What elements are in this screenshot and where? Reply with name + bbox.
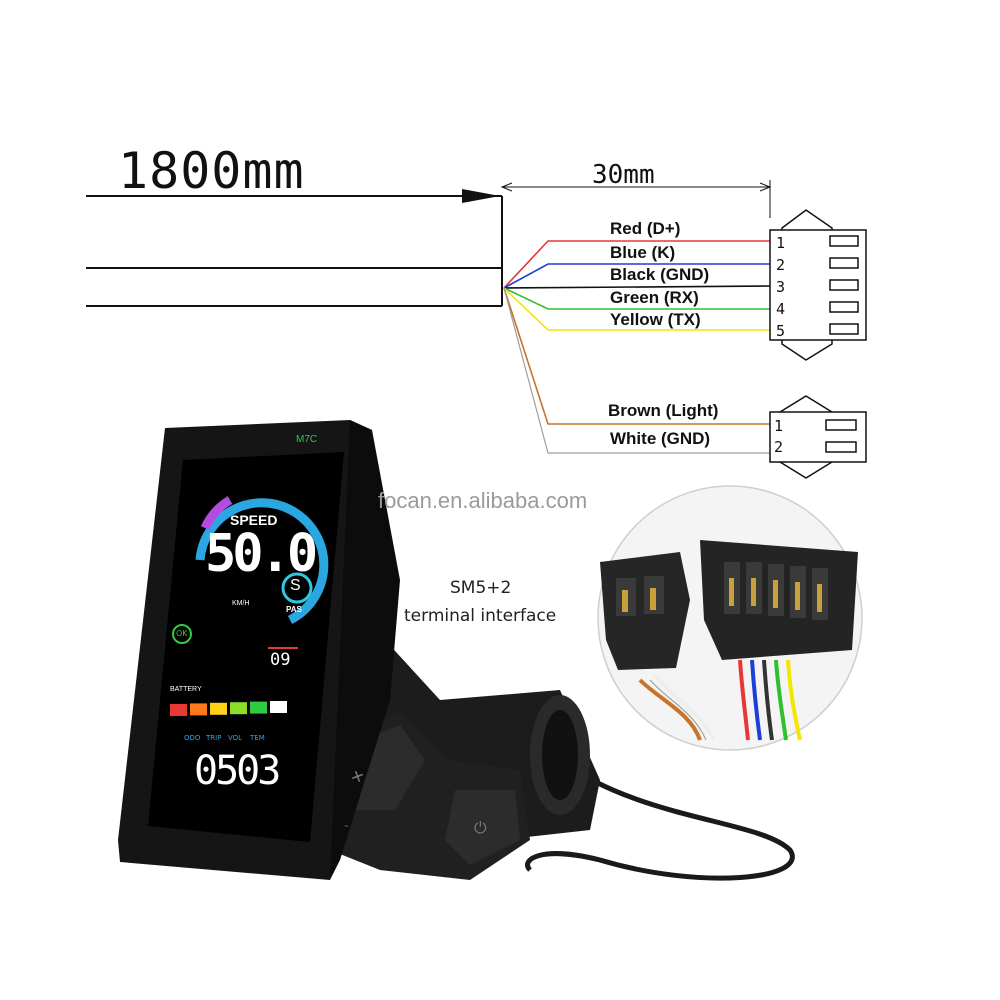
ok-ring: [172, 624, 192, 644]
wire-label-brown: Brown (Light): [608, 401, 719, 420]
wire-brown: [503, 287, 770, 425]
odometer-value: 0503: [194, 748, 281, 794]
wire-yellow: [503, 287, 770, 331]
battery-segment: [190, 703, 207, 716]
battery-bar-group: [170, 701, 287, 716]
pin-number-3: 3: [776, 278, 786, 296]
lead-dimension-arrow-left: [500, 182, 513, 192]
speed-label: SPEED: [230, 512, 278, 528]
connector-2pin: [769, 395, 867, 479]
lead-length-label: 30mm: [592, 160, 655, 190]
power-icon: ⏻: [474, 818, 487, 837]
trip-label-odo: ODO: [184, 734, 201, 742]
wire-green: [503, 287, 770, 310]
pas-label: PAS: [286, 605, 302, 614]
wire-label-white: White (GND): [610, 429, 711, 448]
pin2-number-1: 1: [774, 417, 784, 435]
speed-arc-main: [195, 498, 329, 625]
pin-number-4: 4: [776, 300, 786, 318]
mode-ring: [281, 572, 313, 604]
battery-segment: [210, 702, 227, 715]
mode-badge: S: [290, 577, 301, 594]
watermark-text: focan.en.alibaba.com: [378, 488, 588, 513]
trip-label-trip: TRIP: [206, 734, 222, 742]
trip-label-tem: TEM: [250, 734, 265, 742]
wire-red: [503, 240, 770, 289]
battery-segment: [170, 704, 187, 716]
assist-value: 09: [270, 650, 291, 670]
speed-value: 50.0: [205, 524, 318, 584]
pin-number-2: 2: [776, 256, 786, 274]
pin-number-5: 5: [776, 322, 786, 340]
cable-length-label: 1800mm: [118, 142, 305, 200]
speed-arc-accent: [200, 496, 233, 531]
length-arrowhead: [462, 189, 500, 203]
wire-label-green: Green (RX): [610, 288, 699, 307]
battery-segment: [250, 701, 267, 714]
wire-white: [503, 287, 770, 454]
wire-label-blue: Blue (K): [610, 243, 676, 262]
trip-label-vol: VOL: [228, 734, 243, 742]
remote-minus-symbol: -: [344, 818, 350, 834]
ok-badge: OK: [176, 629, 188, 638]
wire-label-black: Black (GND): [610, 265, 710, 284]
battery-label: BATTERY: [170, 686, 202, 693]
connector-5pin: [769, 209, 867, 361]
battery-segment: [230, 702, 247, 715]
pin-number-1: 1: [776, 234, 786, 252]
wire-blue: [503, 263, 770, 289]
battery-segment: [270, 701, 287, 713]
pin2-number-2: 2: [774, 438, 784, 456]
display-brand: M7C: [296, 434, 318, 445]
wire-label-yellow: Yellow (TX): [610, 310, 701, 329]
terminal-photo: [600, 540, 858, 741]
wire-label-red: Red (D+): [610, 219, 681, 238]
speed-unit: KM/H: [232, 600, 250, 607]
display-device: [118, 420, 400, 880]
wire-black: [503, 285, 771, 289]
terminal-label-desc: terminal interface: [404, 606, 557, 626]
terminal-label-model: SM5+2: [450, 578, 512, 598]
